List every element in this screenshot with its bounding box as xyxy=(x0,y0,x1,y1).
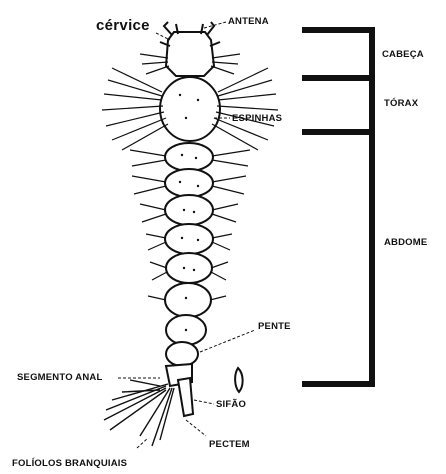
region-label-torax: TÓRAX xyxy=(384,99,418,109)
abdomen-segment-3 xyxy=(165,195,213,225)
label-cervice: cérvice xyxy=(96,18,150,33)
label-pectem: PECTEM xyxy=(209,440,250,450)
abdomen-segment-2 xyxy=(165,169,213,197)
label-segmento-anal: SEGMENTO ANAL xyxy=(17,373,102,383)
abdomen-segment-4 xyxy=(165,224,213,254)
abdomen-segment-6 xyxy=(165,283,211,317)
pente-detail xyxy=(235,368,243,392)
abdomen-segment-5 xyxy=(166,253,212,283)
label-sifao: SIFÃO xyxy=(216,400,246,410)
region-brackets xyxy=(305,30,372,384)
gill-tufts xyxy=(104,380,174,446)
label-espinhas: ESPINHAS xyxy=(232,114,282,124)
label-pente: PENTE xyxy=(258,322,291,332)
head-capsule xyxy=(166,32,214,76)
region-label-abdome: ABDOME xyxy=(384,238,427,248)
label-foliolos-branquiais: FOLÍOLOS BRANQUIAIS xyxy=(12,459,127,469)
thorax-segment xyxy=(160,77,220,141)
region-label-cabeca: CABEÇA xyxy=(382,50,424,60)
abdomen-segment-1 xyxy=(165,143,213,171)
abdomen-segment-8 xyxy=(166,342,198,366)
larva-body xyxy=(160,32,243,416)
siphon xyxy=(178,378,193,416)
label-antena: ANTENA xyxy=(228,17,269,27)
